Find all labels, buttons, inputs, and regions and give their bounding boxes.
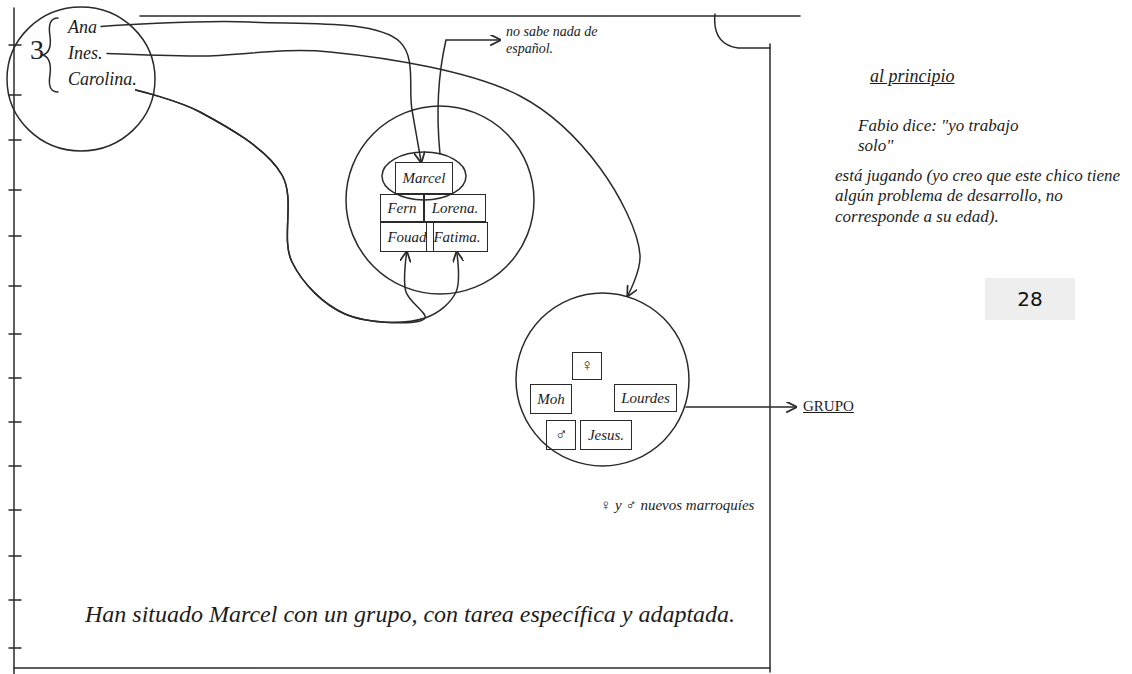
arrow-connector <box>136 90 459 322</box>
seat-box: Lourdes <box>614 384 677 412</box>
seat-box: Jesus. <box>580 420 632 450</box>
node-label: ♂ <box>555 425 568 445</box>
leader-arrow <box>686 406 796 408</box>
bottom-rule <box>14 667 770 669</box>
observation-note: está jugando (yo creo que este chico tie… <box>835 166 1120 227</box>
leader-arrow <box>438 40 500 154</box>
corner-bracket <box>715 14 770 48</box>
node-label: Lorena. <box>432 200 479 217</box>
seat-box: Lorena. <box>424 194 486 222</box>
seat-box: Fern <box>380 194 424 222</box>
seat-box: Moh <box>530 384 572 414</box>
seat-box: ♀ <box>572 352 602 380</box>
node-label: Fatima. <box>433 229 480 246</box>
arrow-connector <box>136 90 426 323</box>
group-label: GRUPO <box>803 397 854 415</box>
side-note: no sabe nada de español. <box>506 24 636 58</box>
caption-note: Han situado Marcel con un grupo, con tar… <box>85 600 735 629</box>
student-name: Carolina. <box>66 68 141 90</box>
curly-brace <box>43 18 58 92</box>
seat-box: Marcel <box>395 162 453 194</box>
margin-ticks <box>9 45 21 648</box>
node-label: Fern <box>387 200 416 217</box>
node-label: Ines. <box>68 43 103 63</box>
observation-note: Fabio dice: "yo trabajo solo" <box>858 116 1058 157</box>
section-heading: al principio <box>870 66 955 88</box>
top-rule <box>140 15 800 17</box>
page-number: 28 <box>985 278 1075 320</box>
node-label: Ana <box>68 17 97 37</box>
node-label: Carolina. <box>68 69 137 89</box>
table-circle: MarcelFern Lorena. Fouad Fatima. <box>345 105 535 295</box>
student-name: Ana <box>66 16 101 38</box>
highlight-circle <box>382 152 466 200</box>
arrow-connector <box>101 21 421 162</box>
side-note: ♀ y ♂ nuevos marroquíes <box>600 496 754 514</box>
node-label: Lourdes <box>621 390 670 407</box>
node-label: Marcel <box>403 170 446 187</box>
column-line <box>769 44 771 672</box>
table-circle: ♀ Moh Lourdes ♂ Jesus. <box>515 292 690 467</box>
node-label: ♀ <box>581 356 594 376</box>
student-name: Ines. <box>66 42 107 64</box>
node-label: Fouad <box>387 229 426 246</box>
seat-box: Fatima. <box>426 222 488 252</box>
group-count: 3 <box>30 34 44 66</box>
seat-box: ♂ <box>546 420 576 450</box>
node-label: Jesus. <box>588 427 624 444</box>
node-label: Moh <box>537 391 565 408</box>
arrow-connector <box>107 51 640 296</box>
group-circle: 3 AnaInes. Carolina. <box>6 6 156 152</box>
